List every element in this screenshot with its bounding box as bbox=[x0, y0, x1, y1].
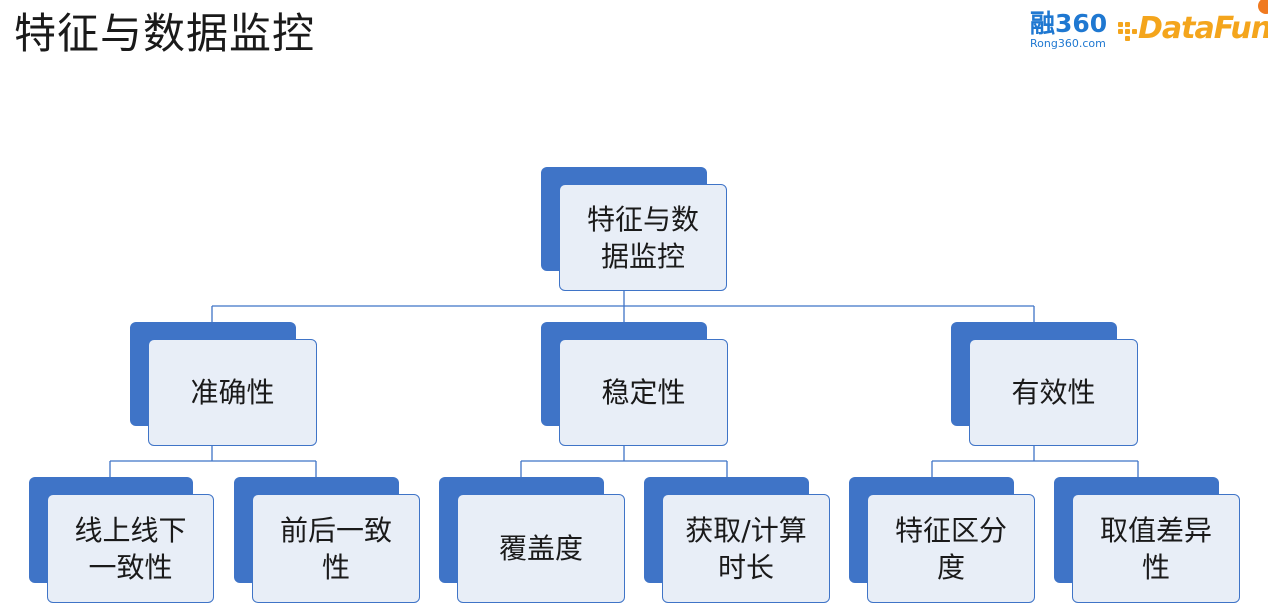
datafun-logo: DataFun. bbox=[1138, 11, 1268, 46]
node-feature-discrimination-label: 特征区分度 bbox=[894, 513, 1007, 584]
node-accuracy-label: 准确性 bbox=[190, 376, 275, 409]
node-fetch-compute-time: 获取/计算时长 bbox=[644, 477, 830, 603]
connector-branch-1 bbox=[109, 445, 317, 477]
corner-dot-icon bbox=[1258, 0, 1268, 14]
connector-branch-2 bbox=[520, 445, 728, 477]
node-before-after-consistency: 前后一致性 bbox=[234, 477, 420, 603]
node-value-difference: 取值差异性 bbox=[1054, 477, 1240, 603]
datafun-dots-icon bbox=[1118, 22, 1140, 42]
node-online-offline-consistency-label: 线上线下一致性 bbox=[74, 513, 187, 584]
node-value-difference-label: 取值差异性 bbox=[1099, 513, 1212, 584]
brand-logos: 融360 Rong360.com DataFun. bbox=[1030, 0, 1268, 56]
node-validity: 有效性 bbox=[951, 322, 1138, 446]
node-validity-label: 有效性 bbox=[1011, 376, 1096, 409]
node-fetch-compute-time-label: 获取/计算时长 bbox=[685, 513, 807, 584]
node-stability-label: 稳定性 bbox=[601, 376, 686, 409]
node-coverage-label: 覆盖度 bbox=[498, 532, 583, 565]
rong360-logo: 融360 bbox=[1030, 9, 1108, 38]
node-online-offline-consistency: 线上线下一致性 bbox=[29, 477, 214, 603]
node-before-after-consistency-label: 前后一致性 bbox=[279, 513, 392, 584]
connector-branch-3 bbox=[931, 445, 1139, 477]
node-accuracy: 准确性 bbox=[130, 322, 317, 446]
node-root: 特征与数据监控 bbox=[541, 167, 727, 291]
page-title: 特征与数据监控 bbox=[14, 9, 316, 58]
node-stability: 稳定性 bbox=[541, 322, 728, 446]
rong360-url: Rong360.com bbox=[1030, 37, 1106, 50]
node-coverage: 覆盖度 bbox=[439, 477, 625, 603]
node-root-label: 特征与数据监控 bbox=[586, 202, 699, 273]
node-feature-discrimination: 特征区分度 bbox=[849, 477, 1035, 603]
connector-root bbox=[211, 290, 1035, 322]
